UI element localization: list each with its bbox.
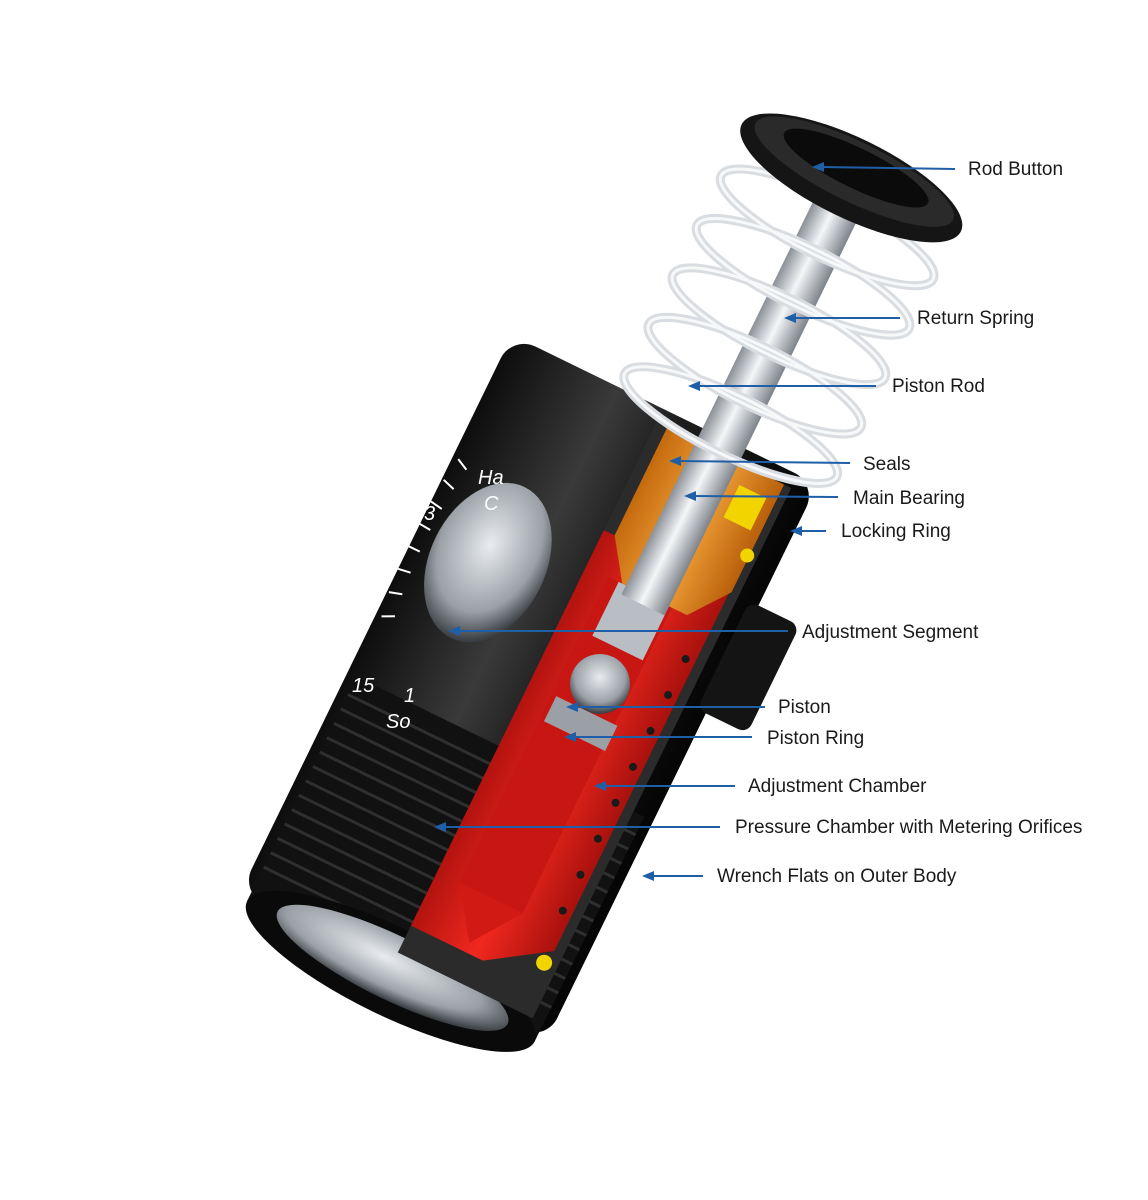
adjustment-segment-part xyxy=(424,482,552,643)
label-adjustment-chamber: Adjustment Chamber xyxy=(748,776,927,797)
label-wrench-flats: Wrench Flats on Outer Body xyxy=(717,866,957,887)
dial-number: 9 xyxy=(348,593,359,615)
callout-arrow-piston-rod xyxy=(688,381,876,391)
label-piston-rod: Piston Rod xyxy=(892,376,985,397)
label-locking-ring: Locking Ring xyxy=(841,521,951,542)
callout-arrow-wrench-flats xyxy=(642,871,703,881)
dial-text: C xyxy=(484,493,499,515)
dial-text: Ha xyxy=(478,467,504,489)
callout-arrow-main-bearing xyxy=(684,491,839,501)
label-piston-ring: Piston Ring xyxy=(767,728,865,749)
callout-arrow-rod-button xyxy=(812,162,956,172)
locking-ring-part xyxy=(700,604,797,731)
label-adjustment-segment: Adjustment Segment xyxy=(802,622,979,643)
dial-number: 6 xyxy=(378,541,390,563)
callout-arrow-piston xyxy=(566,702,765,712)
dial-number: 1 xyxy=(404,685,415,707)
label-rod-button: Rod Button xyxy=(968,159,1064,180)
label-main-bearing: Main Bearing xyxy=(853,488,965,509)
label-piston: Piston xyxy=(778,697,831,718)
label-seals: Seals xyxy=(863,454,911,475)
callout-arrows xyxy=(434,162,956,881)
callout-arrow-adjustment-segment xyxy=(448,626,788,636)
assembly xyxy=(245,113,963,1052)
callout-arrow-locking-ring xyxy=(790,526,826,536)
metering-orifices xyxy=(558,655,690,915)
dial-text: So xyxy=(386,711,410,733)
callout-arrow-adjustment-chamber xyxy=(594,781,735,791)
dial-number: 12 xyxy=(332,641,354,663)
callout-arrow-piston-ring xyxy=(564,732,752,742)
dial-number: 15 xyxy=(352,675,375,697)
cutaway-interior xyxy=(397,422,792,1019)
callout-arrow-return-spring xyxy=(784,313,900,323)
adjustment-dial xyxy=(381,458,552,643)
dial-number: 3 xyxy=(424,503,435,525)
label-pressure-chamber: Pressure Chamber with Metering Orifices xyxy=(735,817,1083,838)
rod-button-part xyxy=(740,113,963,243)
callout-arrow-pressure-chamber xyxy=(434,822,720,832)
dial-numbers: 3 6 9 12 15 1 Ha C So xyxy=(332,467,504,733)
callout-arrow-seals xyxy=(669,456,851,466)
label-return-spring: Return Spring xyxy=(917,308,1035,329)
